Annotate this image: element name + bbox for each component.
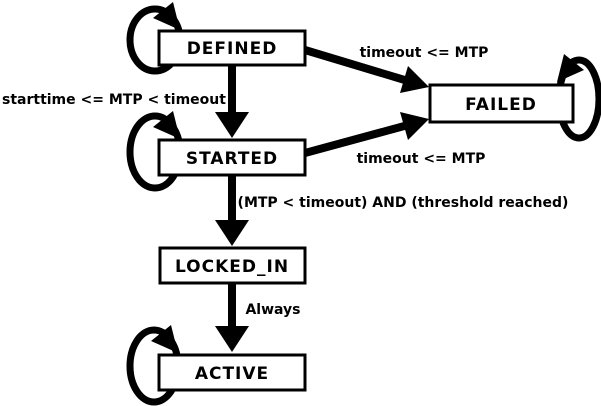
state-defined-label: DEFINED bbox=[187, 39, 278, 59]
edge-label-locked-in-to-active: Always bbox=[245, 302, 300, 318]
edge-defined-to-started bbox=[215, 64, 249, 138]
edge-started-to-locked-in bbox=[215, 174, 249, 246]
edge-locked-in-to-active bbox=[215, 282, 249, 352]
edge-defined-to-failed bbox=[303, 46, 429, 93]
edge-defined-to-failed-line bbox=[303, 46, 410, 85]
edge-started-to-failed-line bbox=[303, 121, 410, 157]
failed-self-loop-arrowhead-icon bbox=[557, 54, 584, 82]
state-failed: FAILED bbox=[428, 83, 575, 124]
state-defined-box bbox=[157, 29, 307, 67]
edge-locked-in-to-active-arrowhead-icon bbox=[215, 326, 249, 352]
edge-started-to-failed bbox=[303, 112, 429, 157]
edge-defined-to-failed-arrowhead-icon bbox=[400, 66, 429, 93]
edge-started-to-failed-arrowhead-icon bbox=[400, 112, 429, 140]
started-self-loop-arrowhead-icon bbox=[153, 111, 180, 139]
state-locked-in-label: LOCKED_IN bbox=[175, 257, 289, 277]
state-failed-label: FAILED bbox=[465, 95, 537, 115]
state-locked-in-box bbox=[158, 246, 307, 285]
state-started-label: STARTED bbox=[186, 149, 278, 169]
edge-defined-to-started-arrowhead-icon bbox=[215, 112, 249, 138]
state-locked-in: LOCKED_IN bbox=[158, 246, 307, 285]
edge-started-to-locked-in-arrowhead-icon bbox=[215, 220, 249, 246]
state-started: STARTED bbox=[157, 138, 307, 177]
state-failed-box bbox=[428, 83, 575, 124]
edge-label-defined-to-started: starttime <= MTP < timeout bbox=[2, 92, 226, 108]
edge-label-started-to-locked-in: (MTP < timeout) AND (threshold reached) bbox=[238, 195, 569, 211]
state-active: ACTIVE bbox=[157, 353, 307, 392]
edge-label-defined-to-failed: timeout <= MTP bbox=[360, 45, 489, 61]
state-defined: DEFINED bbox=[157, 29, 307, 67]
state-active-box bbox=[157, 353, 307, 392]
state-active-label: ACTIVE bbox=[195, 364, 269, 384]
edge-label-started-to-failed: timeout <= MTP bbox=[357, 151, 486, 167]
defined-self-loop-arrowhead-icon bbox=[153, 2, 180, 30]
active-self-loop-arrowhead-icon bbox=[151, 325, 178, 353]
